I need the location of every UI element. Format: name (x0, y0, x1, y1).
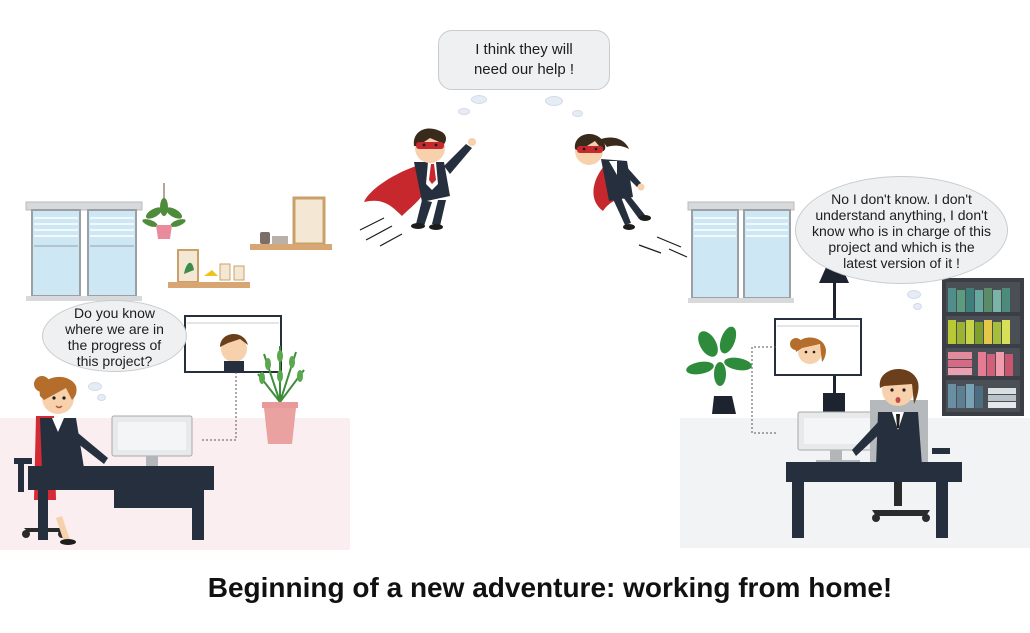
desk-icon (786, 462, 962, 538)
video-call-monitor-icon (184, 315, 282, 373)
window-icon (687, 201, 795, 303)
bookshelf-icon (942, 278, 1024, 416)
thought-dot (545, 96, 563, 106)
thought-dot (572, 110, 583, 117)
superhero-woman-icon (574, 134, 688, 258)
right-bubble-text: No I don't know. I don't understand anyt… (812, 191, 991, 271)
wall-shelf-icon (250, 196, 332, 250)
right-speech-bubble: No I don't know. I don't understand anyt… (795, 176, 1008, 284)
hanging-plant-icon (142, 183, 186, 239)
potted-plant-icon (686, 326, 752, 414)
superhero-man-icon (359, 128, 476, 247)
caption: Beginning of a new adventure: working fr… (207, 572, 893, 603)
thought-dot (97, 394, 106, 401)
left-speech-bubble: Do you know where we are in the progress… (42, 300, 187, 372)
thought-dot (458, 108, 470, 115)
top-speech-bubble: I think they will need our help ! (438, 30, 610, 90)
connector-line (751, 346, 778, 434)
desktop-computer-icon (797, 411, 877, 464)
man-character (852, 369, 950, 522)
connector-line (200, 372, 237, 441)
top-bubble-text: I think they will need our help ! (473, 41, 575, 78)
woman-character (34, 376, 108, 545)
video-call-monitor-icon (774, 318, 862, 376)
wall-shelf-icon (168, 249, 250, 288)
left-bubble-text: Do you know where we are in the progress… (65, 305, 164, 369)
potted-plant-icon (257, 346, 305, 444)
thought-dot (907, 290, 921, 299)
window-icon (25, 201, 143, 301)
thought-dot (88, 382, 102, 391)
desk-icon (28, 466, 214, 540)
thought-dot (913, 303, 922, 310)
thought-dot (471, 95, 487, 104)
